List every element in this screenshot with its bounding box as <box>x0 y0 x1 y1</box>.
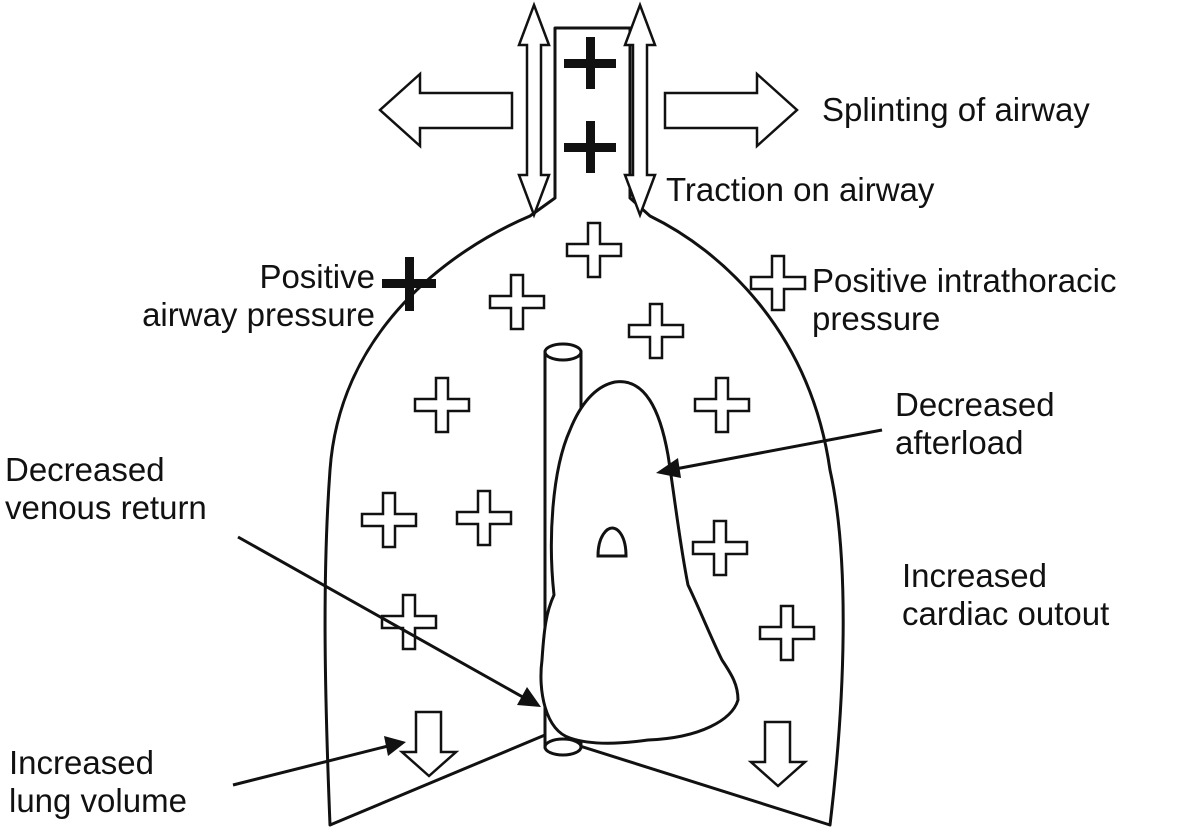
lung-volume-arrow-left-icon <box>398 710 460 778</box>
intrathoracic-plus-icon <box>413 376 471 434</box>
decreased-venous-return-label: Decreased venous return <box>5 451 207 527</box>
decreased-afterload-label: Decreased afterload <box>895 386 1055 462</box>
decreased-afterload-line2: afterload <box>895 424 1024 461</box>
increased-lung-line2: lung volume <box>9 782 187 819</box>
traction-on-airway-label: Traction on airway <box>666 171 935 208</box>
intrathoracic-plus-icon <box>488 273 546 331</box>
positive-airway-pressure-label: Positive airway pressure <box>100 258 375 334</box>
lung-volume-pointer-arrow <box>232 736 406 787</box>
splinting-arrow-right-icon <box>663 71 799 149</box>
intrathoracic-plus-icon <box>627 302 685 360</box>
heart-valve <box>596 526 628 558</box>
heart <box>539 380 740 745</box>
traction-arrow-right-icon <box>623 1 657 219</box>
positive-airway-pressure-icon <box>382 257 436 311</box>
decreased-afterload-line1: Decreased <box>895 386 1055 423</box>
trachea-plus-lower-icon <box>564 121 616 173</box>
decreased-venous-line2: venous return <box>5 489 207 526</box>
increased-lung-volume-label: Increased lung volume <box>9 744 187 820</box>
increased-cardiac-line1: Increased <box>902 557 1047 594</box>
decreased-venous-line1: Decreased <box>5 451 165 488</box>
intrathoracic-plus-icon <box>693 376 751 434</box>
positive-intrathoracic-pressure-label: Positive intrathoracic pressure <box>812 262 1116 338</box>
afterload-pointer-arrow <box>656 428 883 478</box>
increased-lung-line1: Increased <box>9 744 154 781</box>
venous-return-pointer-arrow <box>237 535 541 707</box>
positive-airway-pressure-line1: Positive <box>259 258 375 295</box>
intrathoracic-plus-icon <box>360 491 418 549</box>
traction-arrow-left-icon <box>517 1 551 219</box>
positive-airway-pressure-line2: airway pressure <box>142 296 375 333</box>
increased-cardiac-output-label: Increased cardiac outout <box>902 557 1109 633</box>
positive-intrathoracic-line2: pressure <box>812 300 941 337</box>
positive-intrathoracic-line1: Positive intrathoracic <box>812 262 1117 299</box>
intrathoracic-plus-icon <box>758 604 816 662</box>
intrathoracic-plus-icon <box>565 221 623 279</box>
increased-cardiac-line2: cardiac outout <box>902 595 1110 632</box>
intrathoracic-plus-icon <box>691 519 749 577</box>
trachea-plus-upper-icon <box>564 37 616 89</box>
lung-volume-arrow-right-icon <box>747 720 809 788</box>
splinting-arrow-left-icon <box>378 71 514 149</box>
splinting-of-airway-label: Splinting of airway <box>822 91 1090 128</box>
intrathoracic-plus-icon <box>455 489 513 547</box>
